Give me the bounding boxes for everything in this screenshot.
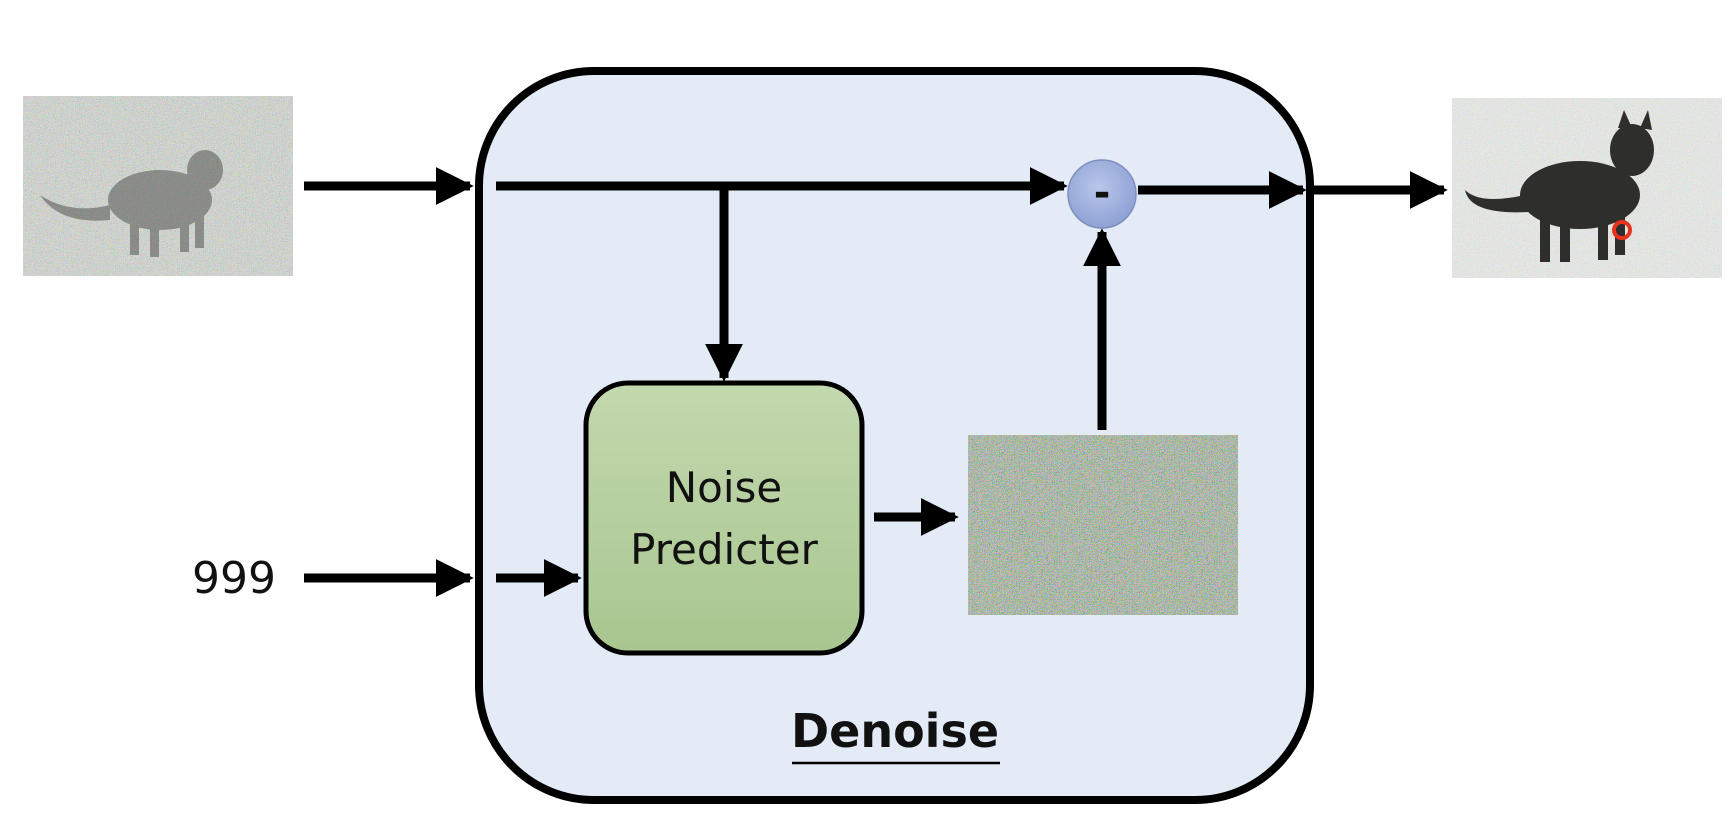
cursor-marker bbox=[1612, 220, 1632, 240]
output-denoised-image bbox=[1452, 98, 1722, 278]
noise-predicter-label-line2: Predicter bbox=[630, 525, 819, 574]
cat-silhouette bbox=[1465, 110, 1654, 262]
cat-silhouette-faint bbox=[40, 150, 223, 257]
noise-predicter-label-line1: Noise bbox=[666, 463, 783, 512]
subtract-symbol: - bbox=[1094, 170, 1111, 216]
input-noisy-image bbox=[23, 96, 293, 276]
step-label: 999 bbox=[192, 553, 276, 604]
noise-predicter-box bbox=[583, 380, 865, 656]
predicted-noise-image bbox=[968, 435, 1238, 615]
subtract-node bbox=[1067, 159, 1137, 229]
denoise-title: Denoise bbox=[791, 704, 999, 758]
arrows bbox=[304, 167, 1448, 597]
